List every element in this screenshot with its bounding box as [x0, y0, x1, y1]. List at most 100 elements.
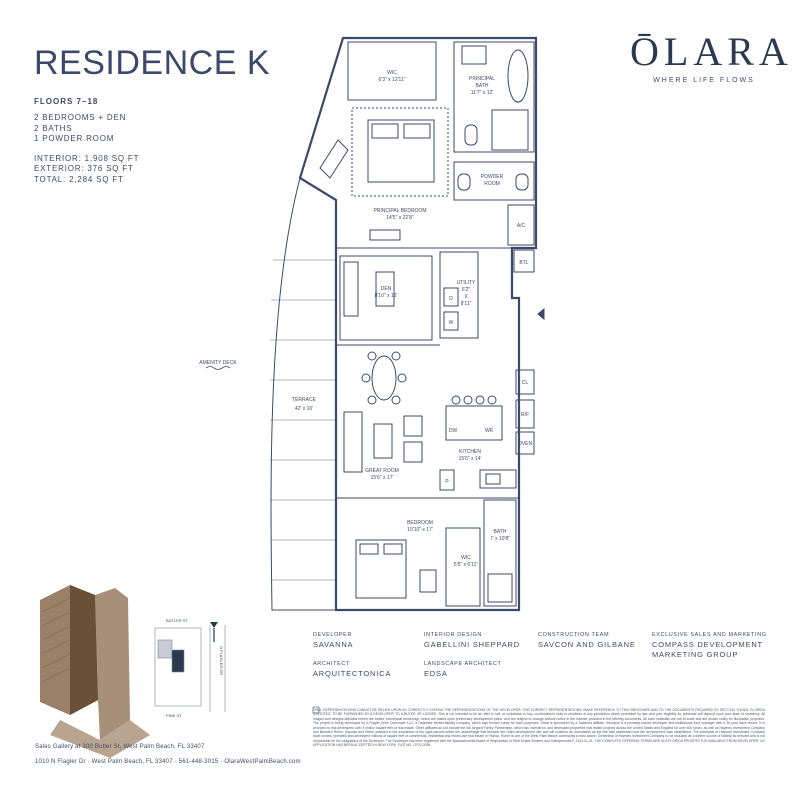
shower-icon: [491, 109, 529, 151]
wic-2-dim: 5'5" x 6'11": [454, 562, 478, 568]
bath-name: BATH: [494, 529, 507, 535]
great-room-dim: 15'6" x 17': [371, 475, 394, 481]
brand-logo: ŌLARA WHERE LIFE FLOWS: [630, 28, 793, 84]
residence-title: RESIDENCE K: [34, 44, 270, 82]
den-dim: 8'10" x 16': [375, 293, 398, 299]
logo-tagline: WHERE LIFE FLOWS: [653, 77, 755, 84]
wic-2-name: WIC: [461, 555, 471, 561]
wic-outline: [347, 41, 437, 101]
exterior-spec: EXTERIOR: 376 SQ FT: [34, 164, 134, 173]
rf-label: R/F: [521, 412, 529, 418]
bedrooms-spec: 2 BEDROOMS + DEN: [34, 113, 127, 122]
dresser-icon: [369, 229, 401, 241]
terrace-outline: [270, 177, 337, 611]
footer-sales-gallery: Sales Gallery at 300 Butler St, West Pal…: [35, 744, 205, 750]
floors-label: FLOORS 7–18: [34, 97, 99, 106]
wic-name: WIC: [387, 70, 397, 76]
dryer-icon: [443, 287, 459, 307]
principal-bath-name1: PRINCIPAL: [469, 76, 495, 82]
tub-icon: [487, 573, 513, 603]
baths-spec: 2 BATHS: [34, 123, 73, 133]
utility-name: UTILITY: [457, 280, 476, 286]
utility-dim2: X: [464, 294, 468, 300]
utility-dim3: 8'11": [461, 301, 472, 307]
kitchen-island-outline: [445, 405, 503, 441]
cl-label: CL: [522, 380, 529, 386]
powder-sink-icon: [457, 173, 471, 191]
bath-outline: [483, 499, 517, 607]
oven-outline: [515, 431, 535, 455]
north-arrow-icon: [210, 622, 218, 628]
credit-interior: INTERIOR DESIGN GABELLINI SHEPPARD: [424, 632, 520, 649]
dining-table-icon: [371, 355, 397, 401]
street-bottom-label: PINE ST: [166, 713, 182, 718]
equal-housing-icon: [312, 706, 320, 714]
armchair-icon: [403, 441, 423, 463]
armchair-icon: [403, 415, 423, 437]
sofa-icon: [343, 261, 359, 317]
sink-icon: [461, 45, 487, 65]
ac-label: A/C: [517, 223, 526, 229]
principal-bedroom-dim: 14'5" x 22'8": [386, 215, 414, 221]
principal-bath-name2: BATH: [476, 83, 489, 89]
toilet-icon: [464, 124, 478, 146]
pillow-icon: [371, 123, 399, 139]
utility-dim1: 6'2": [462, 287, 471, 293]
legal-disclaimer: ORAL REPRESENTATIONS CANNOT BE RELIED UP…: [313, 708, 765, 748]
powder-room-outline: [453, 161, 535, 201]
terrace-name: TERRACE: [292, 397, 317, 403]
btl-label: BTL: [519, 260, 528, 266]
principal-bedroom-name: PRINCIPAL BEDROOM: [373, 208, 426, 214]
fridge-outline: [515, 399, 535, 429]
pantry-label: P: [445, 479, 449, 485]
logo-wordmark: ŌLARA: [630, 29, 793, 74]
chair-icon: [319, 139, 349, 179]
kitchen-name: KITCHEN: [459, 449, 481, 455]
entry-arrow-icon: [537, 307, 545, 321]
interior-spec: INTERIOR: 1,908 SQ FT: [34, 153, 140, 163]
credit-architect: ARCHITECT ARQUITECTONICA: [313, 661, 392, 678]
queen-bed-icon: [355, 539, 407, 599]
credit-landscape: LANDSCAPE ARCHITECT EDSA: [424, 661, 502, 678]
dryer-label: D: [449, 296, 453, 302]
pillow-icon: [359, 543, 379, 555]
den-name: DEN: [381, 286, 392, 292]
great-room-sofa-icon: [343, 411, 363, 473]
amenity-wave-icon: [205, 366, 231, 370]
wic-dim: 6'3" x 12'11": [378, 77, 405, 83]
dw-label: DW: [449, 428, 458, 434]
residence-specs: 2 BEDROOMS + DEN 2 BATHS 1 POWDER ROOM I…: [34, 113, 139, 185]
desk-icon: [375, 271, 395, 307]
kitchen-dim: 15'6" x 14': [459, 456, 482, 462]
street-top-label: BUTLER ST: [166, 618, 189, 623]
washer-label: W: [449, 320, 454, 326]
washer-icon: [443, 311, 459, 331]
bedroom-name: BEDROOM: [407, 520, 433, 526]
kitchen-counter-outline: [479, 469, 517, 489]
pillow-icon: [403, 123, 431, 139]
chair-icon: [419, 569, 437, 593]
bedroom-dim: 10'10" x 17': [407, 527, 433, 533]
btl-outline: [513, 249, 535, 273]
cl-closet-outline: [515, 369, 535, 395]
principal-bedroom-rug: [351, 107, 449, 197]
utility-outline: [439, 251, 479, 339]
credit-construction: CONSTRUCTION TEAM SAVCON AND GILBANE: [538, 632, 636, 649]
principal-bath-dim: 11'7" x 12': [471, 90, 494, 96]
amenity-deck-label: AMENITY DECK: [199, 360, 237, 366]
pantry-outline: [439, 469, 455, 491]
bathtub-icon: [507, 49, 529, 103]
credit-developer: DEVELOPER SAVANNA: [313, 632, 354, 649]
building-illustration: [40, 585, 150, 758]
bath-dim: 7' x 10'8": [490, 536, 510, 542]
footer-contact: 1010 N Flagler Dr · West Palm Beach, FL …: [35, 759, 301, 765]
powder-name2: ROOM: [484, 181, 500, 187]
pillow-icon: [383, 543, 403, 555]
cooktop-icon: [485, 473, 501, 485]
street-side-label: N FLAGLER DR: [219, 646, 224, 675]
great-room-name: GREAT ROOM: [365, 468, 399, 474]
powder-spec: 1 POWDER ROOM: [34, 134, 115, 143]
oven-label: OVEN: [518, 441, 533, 447]
principal-bath-outline: [453, 41, 535, 153]
key-plan: [154, 625, 226, 712]
